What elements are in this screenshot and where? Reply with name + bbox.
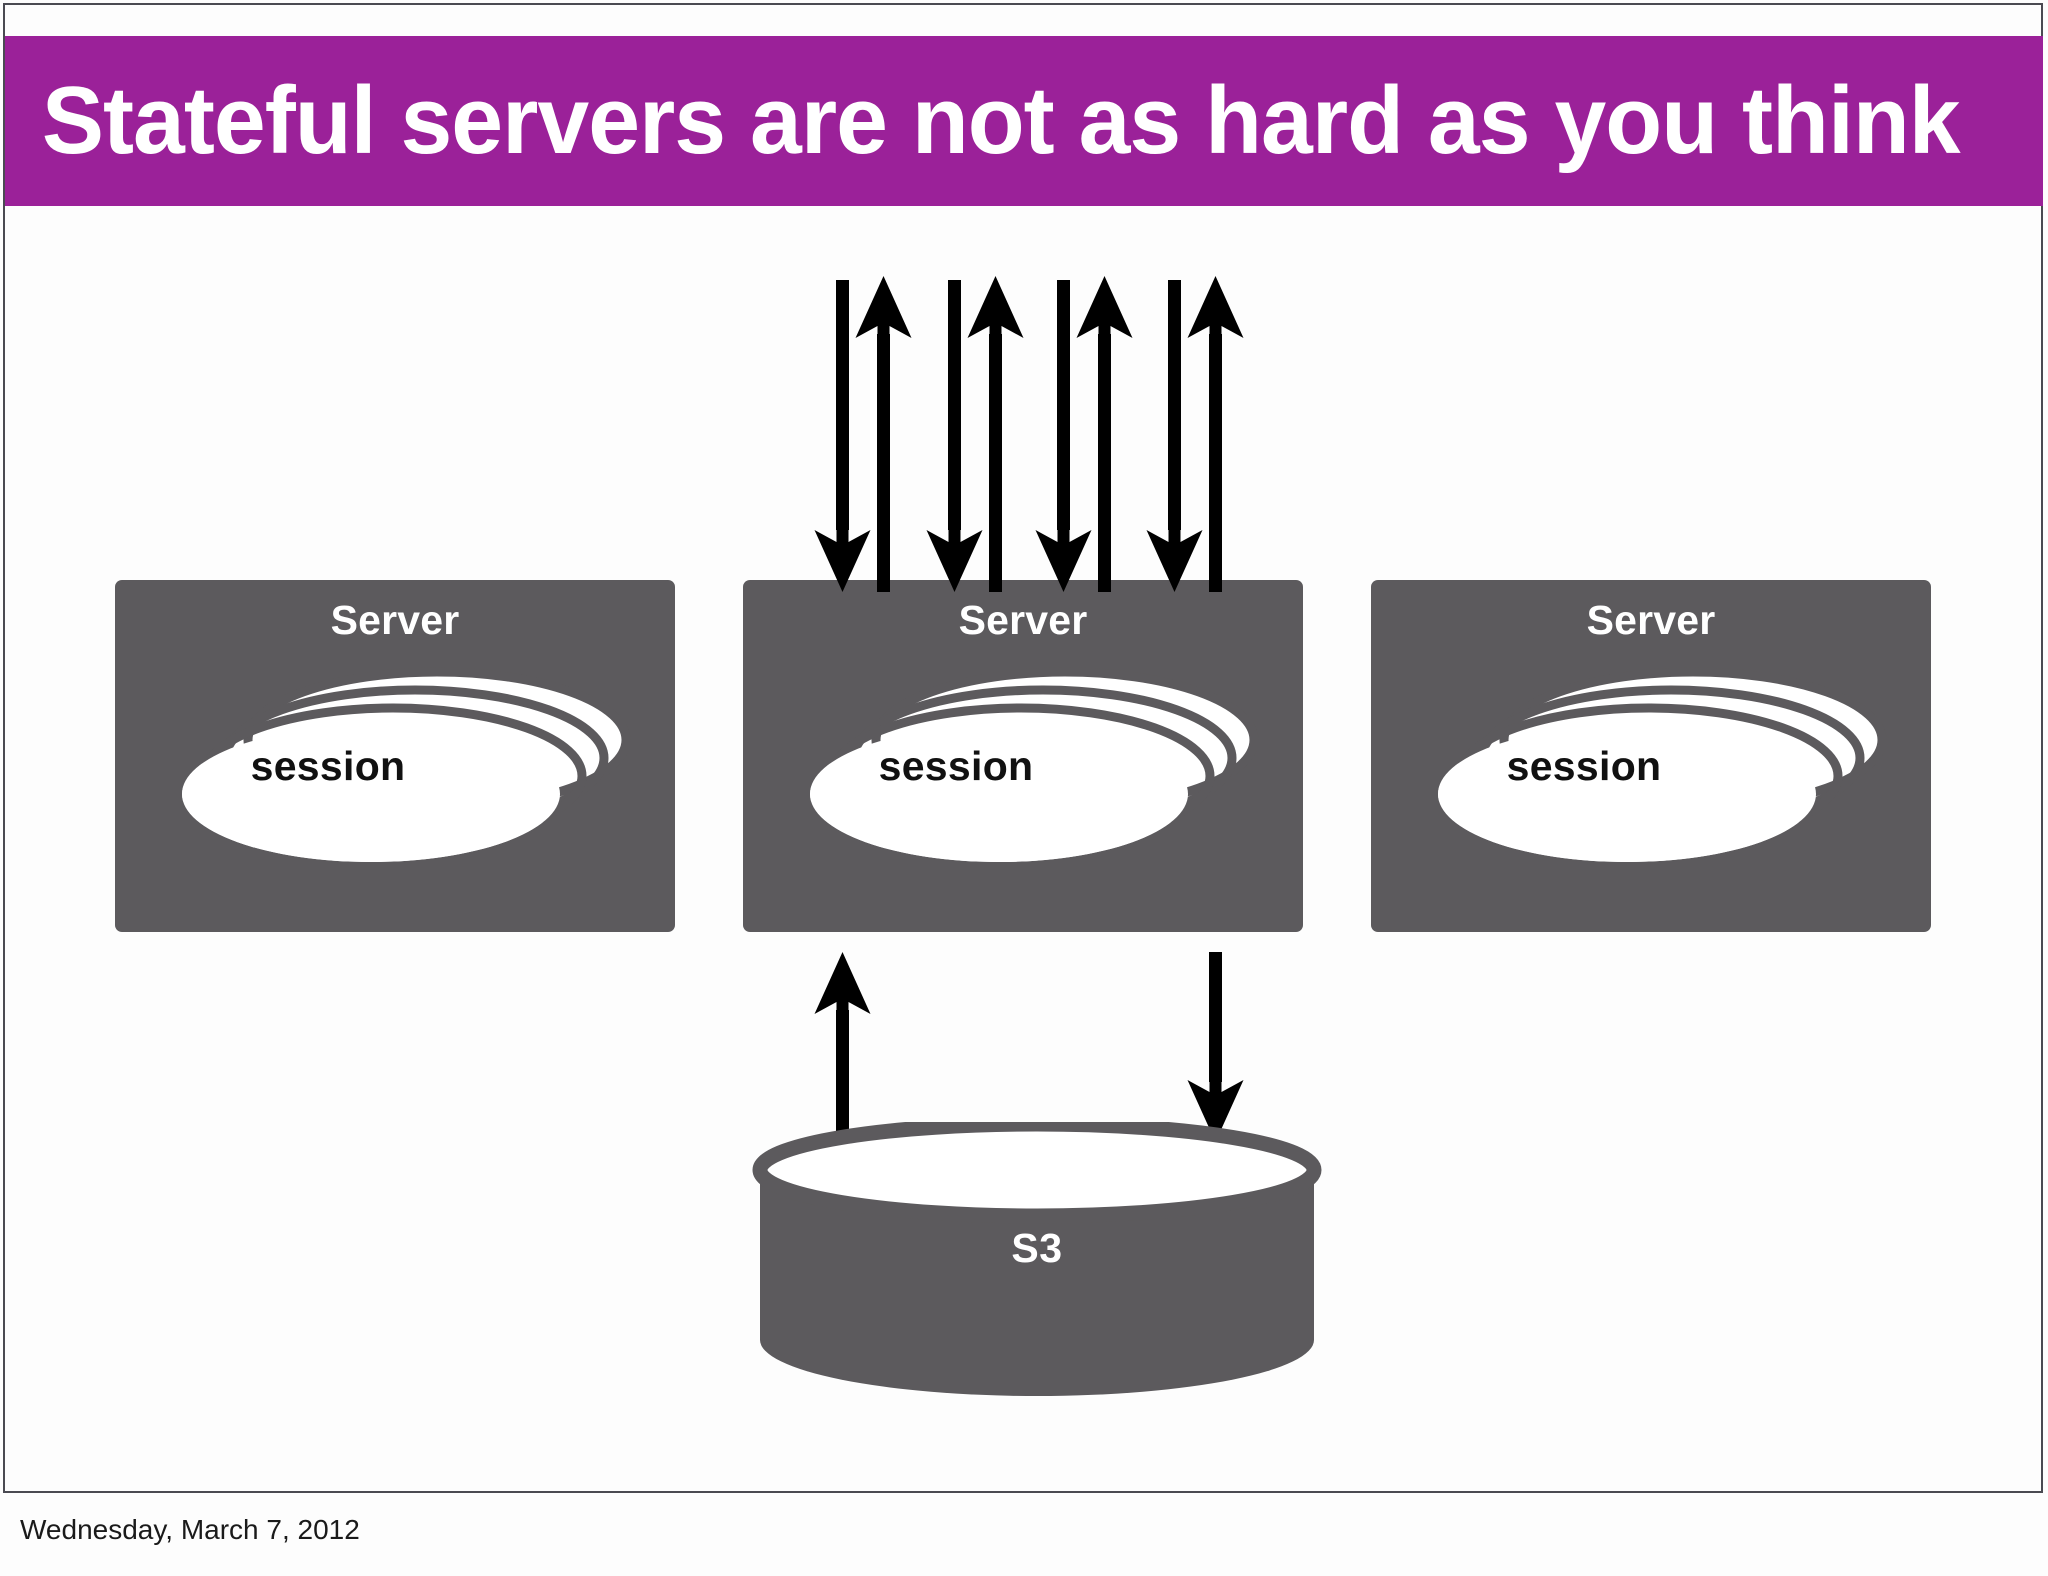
server-box-center: Server session xyxy=(743,580,1303,932)
session-stack xyxy=(743,632,1303,922)
session-stack xyxy=(115,632,675,922)
storage-arrow-save-down xyxy=(1187,952,1244,1142)
client-arrow-pair-4 xyxy=(1146,276,1244,592)
server-label: Server xyxy=(330,597,460,643)
title-band: Stateful servers are not as hard as you … xyxy=(5,36,2043,206)
server-box-right: Server session xyxy=(1371,580,1931,932)
client-arrow-pair-1 xyxy=(814,276,912,592)
session-label: session xyxy=(878,743,1034,789)
server-box-left: Server session xyxy=(115,580,675,932)
client-arrow-pair-2 xyxy=(926,276,1024,592)
server-label: Server xyxy=(1586,597,1716,643)
session-label: session xyxy=(250,743,406,789)
client-connection-arrows xyxy=(743,272,1303,592)
client-arrow-pair-3 xyxy=(1035,276,1133,592)
session-label: session xyxy=(1506,743,1662,789)
page-title: Stateful servers are not as hard as you … xyxy=(41,67,1961,174)
session-stack xyxy=(1371,632,1931,922)
storage-arrow-load-up xyxy=(814,952,871,1140)
footer-date: Wednesday, March 7, 2012 xyxy=(20,1514,360,1545)
server-label: Server xyxy=(958,597,1088,643)
storage-connection-arrows xyxy=(743,930,1303,1150)
s3-label: S3 xyxy=(1011,1225,1063,1271)
s3-storage-cylinder: S3 xyxy=(752,1122,1322,1402)
